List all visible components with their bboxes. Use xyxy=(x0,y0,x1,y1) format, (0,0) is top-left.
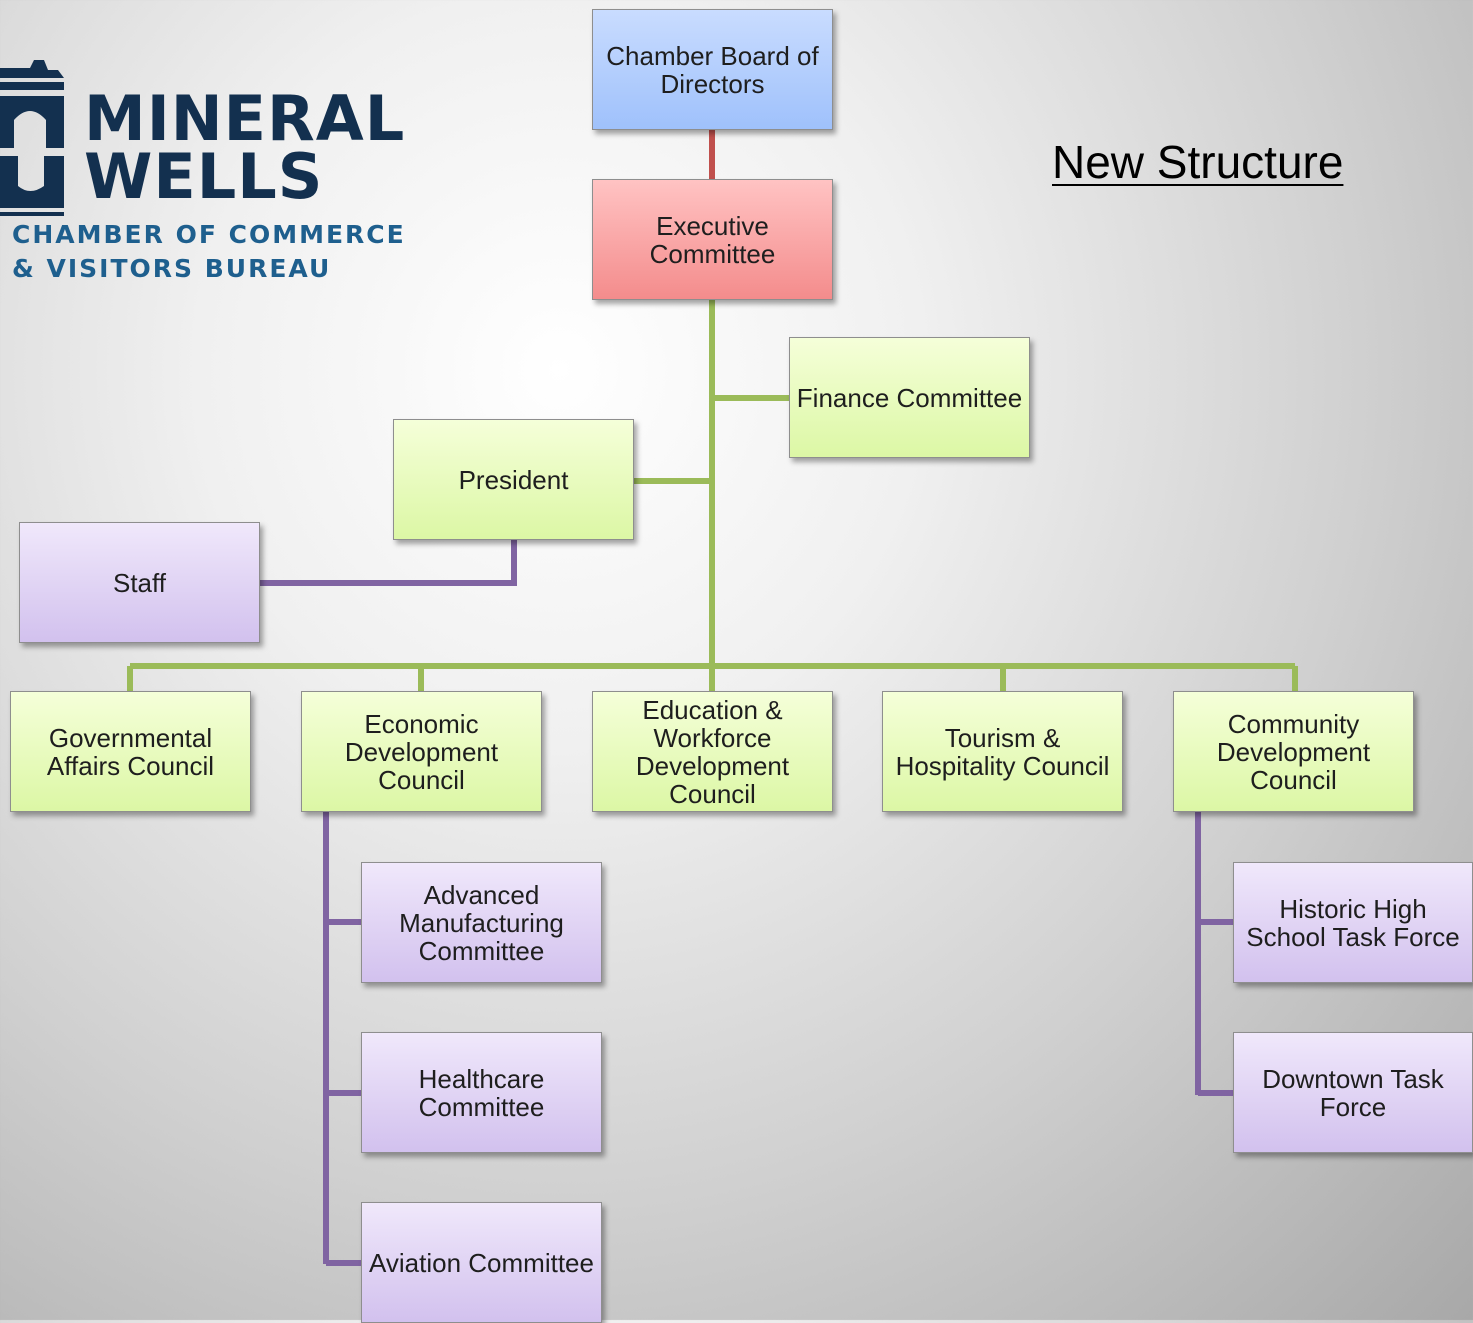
logo-visitors-text: & VISITORS BUREAU xyxy=(12,254,332,283)
node-executive-committee: Executive Committee xyxy=(592,179,833,300)
connector-president-staff xyxy=(260,540,517,586)
node-healthcare-committee: Healthcare Committee xyxy=(361,1032,602,1153)
node-governmental-affairs-council: Governmental Affairs Council xyxy=(10,691,251,812)
node-staff: Staff xyxy=(19,522,260,643)
node-aviation-committee: Aviation Committee xyxy=(361,1202,602,1323)
node-community-development-council: Community Development Council xyxy=(1173,691,1414,812)
node-downtown-task-force: Downtown Task Force xyxy=(1233,1032,1473,1153)
node-economic-development-council: Economic Development Council xyxy=(301,691,542,812)
node-historic-high-school-task-force: Historic High School Task Force xyxy=(1233,862,1473,983)
page-title: New Structure xyxy=(1052,136,1344,188)
logo-mineral-text: MINERAL xyxy=(84,82,406,155)
chamber-logo: MINERAL WELLS CHAMBER OF COMMERCE & VISI… xyxy=(0,50,410,290)
building-emblem-icon xyxy=(0,60,64,216)
node-advanced-manufacturing-committee: Advanced Manufacturing Committee xyxy=(361,862,602,983)
node-president: President xyxy=(393,419,634,540)
node-education-workforce-council: Education & Workforce Development Counci… xyxy=(592,691,833,812)
node-board-of-directors: Chamber Board of Directors xyxy=(592,9,833,130)
logo-chamber-text: CHAMBER OF COMMERCE xyxy=(12,220,406,249)
node-finance-committee: Finance Committee xyxy=(789,337,1030,458)
logo-wells-text: WELLS xyxy=(84,140,324,213)
node-tourism-hospitality-council: Tourism & Hospitality Council xyxy=(882,691,1123,812)
